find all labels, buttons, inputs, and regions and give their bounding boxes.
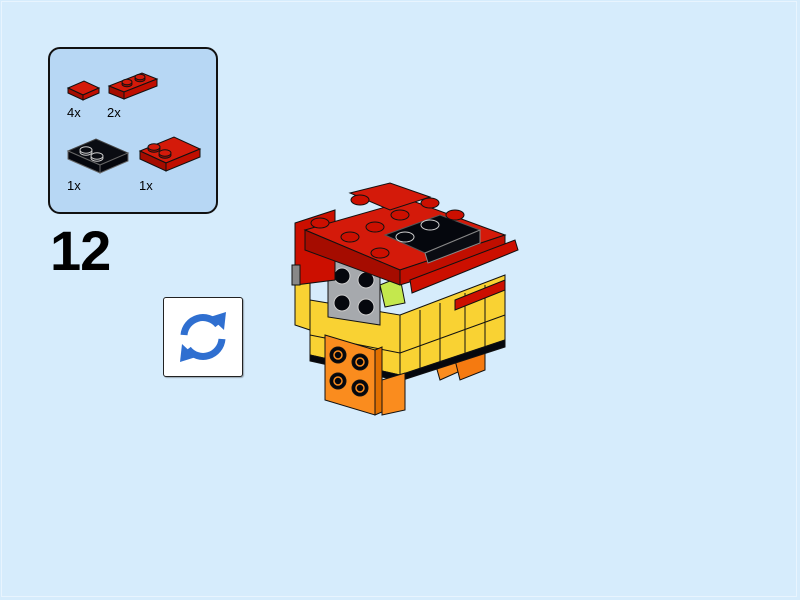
part-quantity: 1x	[67, 178, 81, 193]
part-quantity: 1x	[139, 178, 153, 193]
step-number: 12	[50, 219, 111, 282]
parts-list-callout: 4x 2x 1x	[48, 47, 218, 214]
rotate-arrows-icon	[180, 312, 226, 362]
model-assembly-illustration	[280, 175, 530, 430]
part-quantity: 2x	[107, 105, 121, 120]
part-red-tile-1x1	[66, 79, 102, 103]
part-black-plate-2x2-corner	[66, 133, 130, 177]
part-quantity: 4x	[67, 105, 81, 120]
part-red-plate-2x2-corner	[138, 133, 202, 177]
rotate-view-button[interactable]	[163, 297, 243, 377]
part-red-plate-1x2	[107, 71, 159, 103]
